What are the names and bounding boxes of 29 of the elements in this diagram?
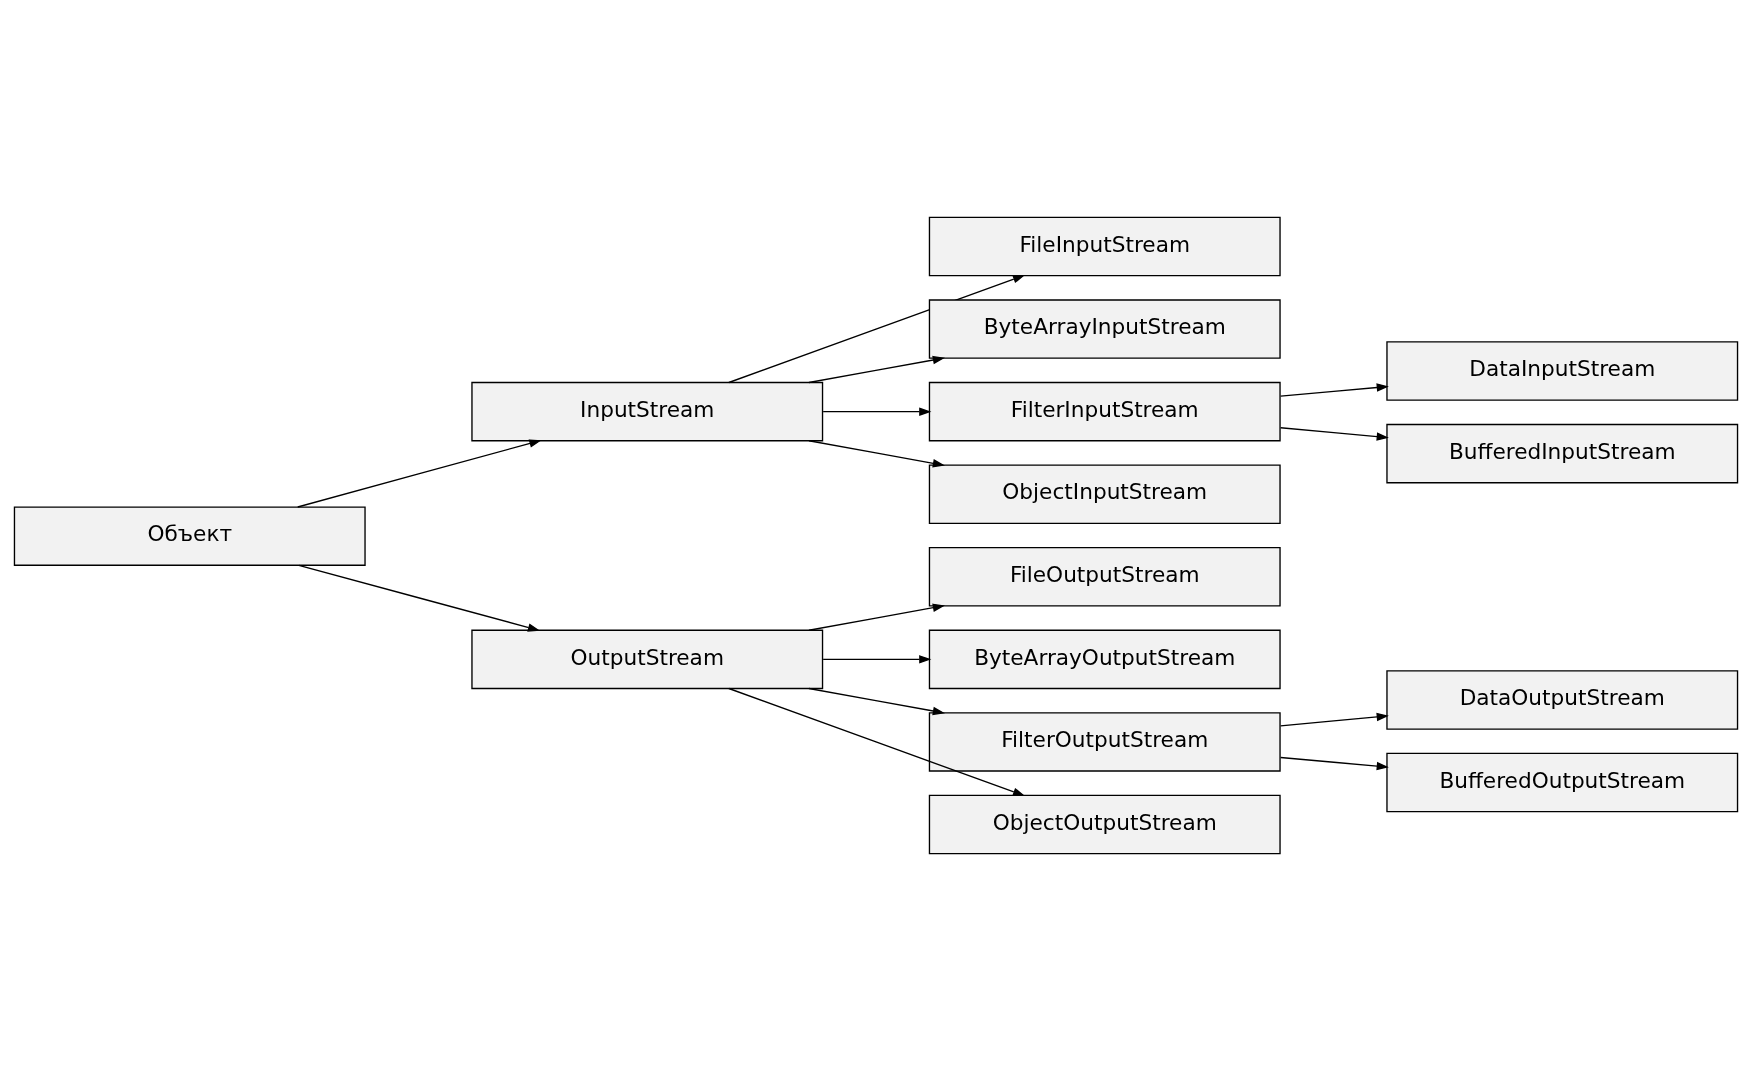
node-box: ObjectOutputStream: [928, 794, 1281, 855]
node-box: InputStream: [471, 381, 824, 442]
node-box: OutputStream: [471, 629, 824, 690]
node-box: FilterInputStream: [928, 381, 1281, 442]
node-box: ByteArrayInputStream: [928, 299, 1281, 359]
arrow: [728, 687, 1026, 797]
arrow: [297, 439, 542, 508]
node-box: ByteArrayOutputStream: [928, 629, 1281, 690]
node-box: FileOutputStream: [928, 547, 1281, 607]
arrow: [822, 407, 932, 416]
arrow: [1279, 756, 1389, 771]
arrow: [808, 440, 945, 468]
arrow: [822, 655, 932, 664]
arrow: [1279, 712, 1389, 727]
node-box: Объект: [13, 506, 366, 566]
node-box: ObjectInputStream: [928, 464, 1281, 524]
node-box: FileInputStream: [928, 216, 1281, 277]
arrow: [1279, 427, 1389, 441]
node-box: DataInputStream: [1386, 341, 1739, 401]
arrow: [728, 274, 1026, 384]
arrow: [1279, 383, 1389, 397]
arrow: [808, 603, 945, 631]
node-box: FilterOutputStream: [928, 712, 1281, 772]
arrow: [808, 355, 945, 384]
arrow: [808, 687, 945, 716]
arrow: [298, 564, 541, 632]
node-box: BufferedOutputStream: [1386, 752, 1739, 813]
node-box: DataOutputStream: [1386, 670, 1739, 730]
node-box: BufferedInputStream: [1386, 423, 1739, 484]
